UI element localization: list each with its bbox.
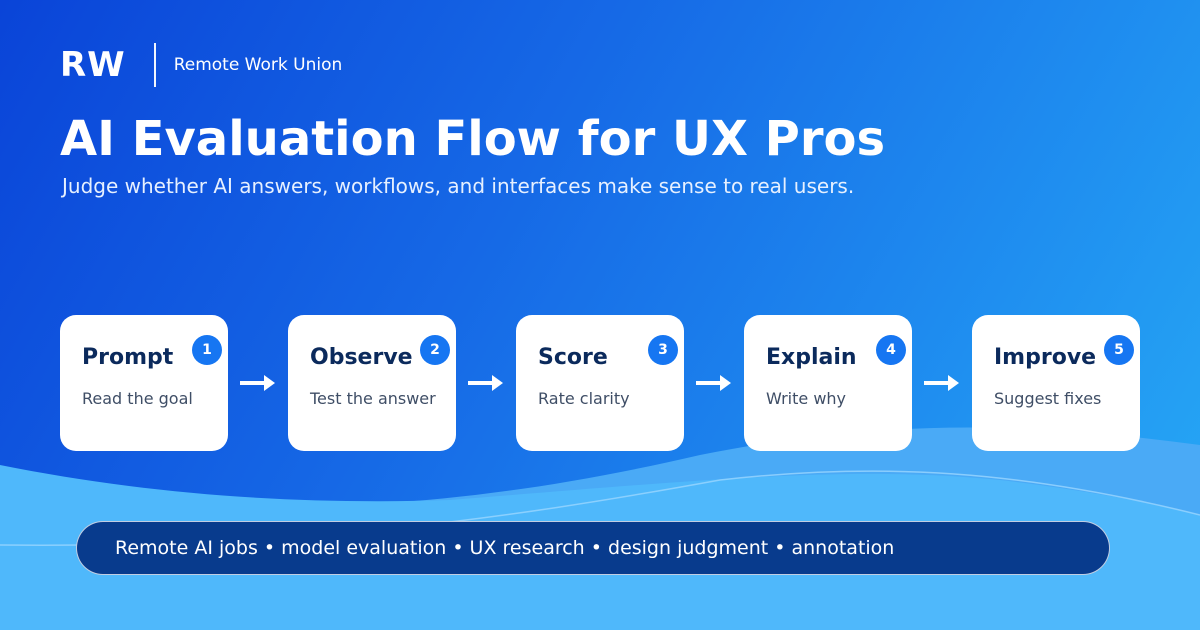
- step-description: Rate clarity: [538, 389, 630, 408]
- step-description: Write why: [766, 389, 847, 408]
- brand-header: RW Remote Work Union: [60, 42, 342, 88]
- step-card-observe: Observe 2 Test the answer: [288, 315, 456, 451]
- step-number-badge: 2: [420, 335, 450, 365]
- brand-divider: [153, 43, 156, 87]
- step-card-explain: Explain 4 Write why: [744, 315, 912, 451]
- arrow-right-icon: [240, 375, 275, 391]
- page-subtitle: Judge whether AI answers, workflows, and…: [62, 174, 855, 198]
- arrow-right-icon: [468, 375, 503, 391]
- step-number-badge: 4: [876, 335, 906, 365]
- step-title: Prompt: [82, 345, 174, 370]
- step-description: Suggest fixes: [994, 389, 1102, 408]
- flow-steps: Prompt 1 Read the goal Observe 2 Test th…: [60, 315, 1142, 453]
- step-title: Observe: [310, 345, 413, 370]
- step-description: Test the answer: [310, 389, 436, 408]
- step-title: Score: [538, 345, 608, 370]
- arrow-right-icon: [696, 375, 731, 391]
- step-title: Improve: [994, 345, 1097, 370]
- arrow-right-icon: [924, 375, 959, 391]
- step-description: Read the goal: [82, 389, 193, 408]
- topic-tags-text: Remote AI jobs • model evaluation • UX r…: [115, 537, 895, 559]
- page-title: AI Evaluation Flow for UX Pros: [60, 111, 886, 167]
- step-number-badge: 1: [192, 335, 222, 365]
- step-card-prompt: Prompt 1 Read the goal: [60, 315, 228, 451]
- topic-tags-bar: Remote AI jobs • model evaluation • UX r…: [76, 521, 1110, 575]
- brand-logo: RW: [60, 45, 126, 85]
- step-title: Explain: [766, 345, 857, 370]
- step-number-badge: 3: [648, 335, 678, 365]
- step-card-improve: Improve 5 Suggest fixes: [972, 315, 1140, 451]
- step-card-score: Score 3 Rate clarity: [516, 315, 684, 451]
- organization-name: Remote Work Union: [173, 54, 343, 75]
- step-number-badge: 5: [1104, 335, 1134, 365]
